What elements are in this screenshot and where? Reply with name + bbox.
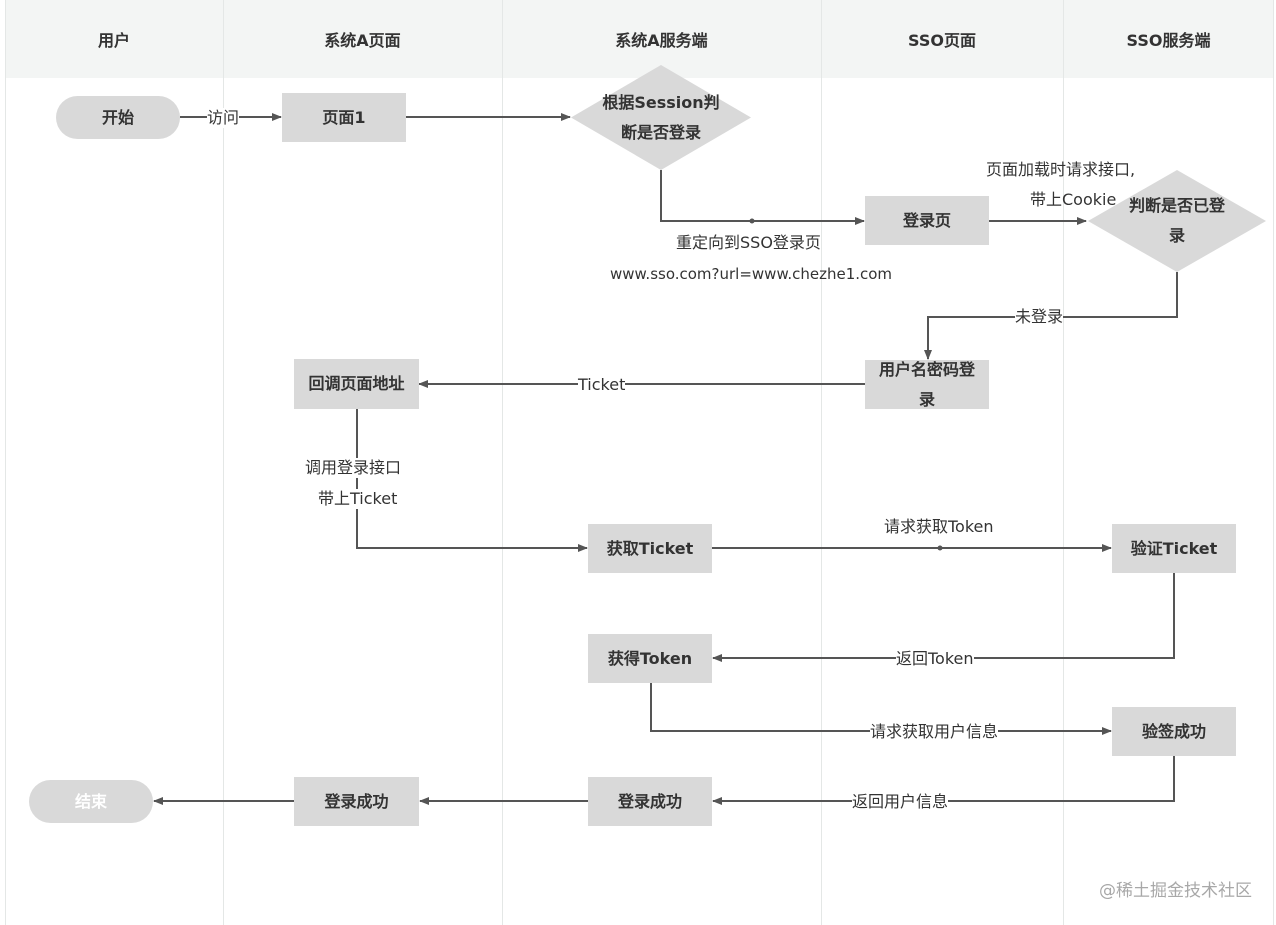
check-session-text-line1: 根据Session判 — [602, 92, 720, 112]
edge-label-redirect-line1: 重定向到SSO登录页 — [676, 233, 821, 252]
edge-label-return-token: 返回Token — [896, 649, 974, 669]
login-success-server-node: 登录成功 — [588, 777, 712, 826]
lane-divider — [821, 0, 822, 925]
edge-label-ticket: Ticket — [578, 375, 626, 395]
edge-label-visit: 访问 — [207, 108, 240, 128]
lane-divider — [1063, 0, 1064, 925]
login-success-page-node: 登录成功 — [294, 777, 419, 826]
lane-header-system-a-page: 系统A页面 — [223, 0, 502, 78]
edge-label-page-load-line1: 页面加载时请求接口, — [986, 160, 1136, 179]
check-session-text-line2: 断是否登录 — [620, 122, 701, 142]
edge-label-page-load-line2: 带上Cookie — [1030, 190, 1117, 209]
callback-node: 回调页面地址 — [294, 359, 419, 409]
edge-return-token — [712, 573, 1175, 662]
check-logged-in-decision: 判断是否已登 录 — [1088, 170, 1266, 272]
edge-label-call-login-line1: 调用登录接口 — [305, 458, 402, 478]
lane-header-user: 用户 — [5, 0, 223, 78]
page1-node: 页面1 — [282, 93, 406, 142]
edge-label-request-token: 请求获取Token — [884, 517, 994, 536]
edge-label-request-userinfo: 请求获取用户信息 — [870, 722, 999, 742]
check-logged-in-text-line1: 判断是否已登 — [1128, 196, 1225, 215]
login-page-node: 登录页 — [865, 196, 989, 245]
check-session-decision: 根据Session判 断是否登录 — [571, 65, 751, 170]
got-token-node: 获得Token — [588, 634, 712, 683]
lane-divider — [1273, 0, 1274, 925]
edge-label-call-login-line2: 带上Ticket — [318, 489, 398, 509]
lane-header-system-a-server: 系统A服务端 — [502, 0, 821, 78]
verify-ticket-node: 验证Ticket — [1112, 524, 1236, 573]
edge-check-session-to-login-page — [660, 170, 865, 225]
signature-ok-node: 验签成功 — [1112, 707, 1236, 756]
check-logged-in-text-line2: 录 — [1168, 226, 1185, 245]
edge-label-not-logged-in: 未登录 — [1015, 307, 1064, 327]
lane-header-sso-page: SSO页面 — [821, 0, 1063, 78]
lane-divider — [5, 0, 6, 925]
end-node: 结束 — [29, 780, 153, 823]
get-ticket-node: 获取Ticket — [588, 524, 712, 573]
username-login-text-line2: 录 — [918, 389, 935, 409]
edge-label-return-userinfo: 返回用户信息 — [852, 792, 949, 812]
watermark: @稀土掘金技术社区 — [1099, 881, 1252, 901]
lane-divider — [502, 0, 503, 925]
edge-label-redirect-line2: www.sso.com?url=www.chezhe1.com — [610, 265, 893, 283]
edge-callback-to-get-ticket — [356, 409, 588, 552]
start-node: 开始 — [56, 96, 180, 139]
username-login-node: 用户名密码登 录 — [865, 360, 989, 409]
lane-divider — [223, 0, 224, 925]
lane-header-sso-server: SSO服务端 — [1063, 0, 1274, 78]
username-login-text-line1: 用户名密码登 — [878, 359, 975, 379]
